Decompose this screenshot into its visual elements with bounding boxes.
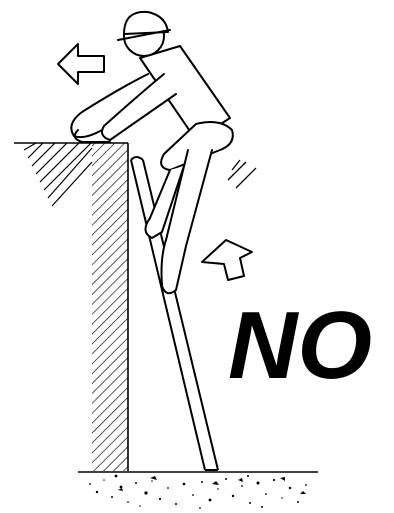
push-arrow-up-icon	[202, 240, 252, 280]
ground	[78, 472, 318, 509]
soil-gravel	[89, 475, 307, 509]
motion-lines	[228, 160, 256, 188]
prohibition-text: NO	[228, 292, 372, 399]
exit-arrow-left-icon	[58, 44, 104, 84]
trench-wall	[14, 143, 128, 471]
